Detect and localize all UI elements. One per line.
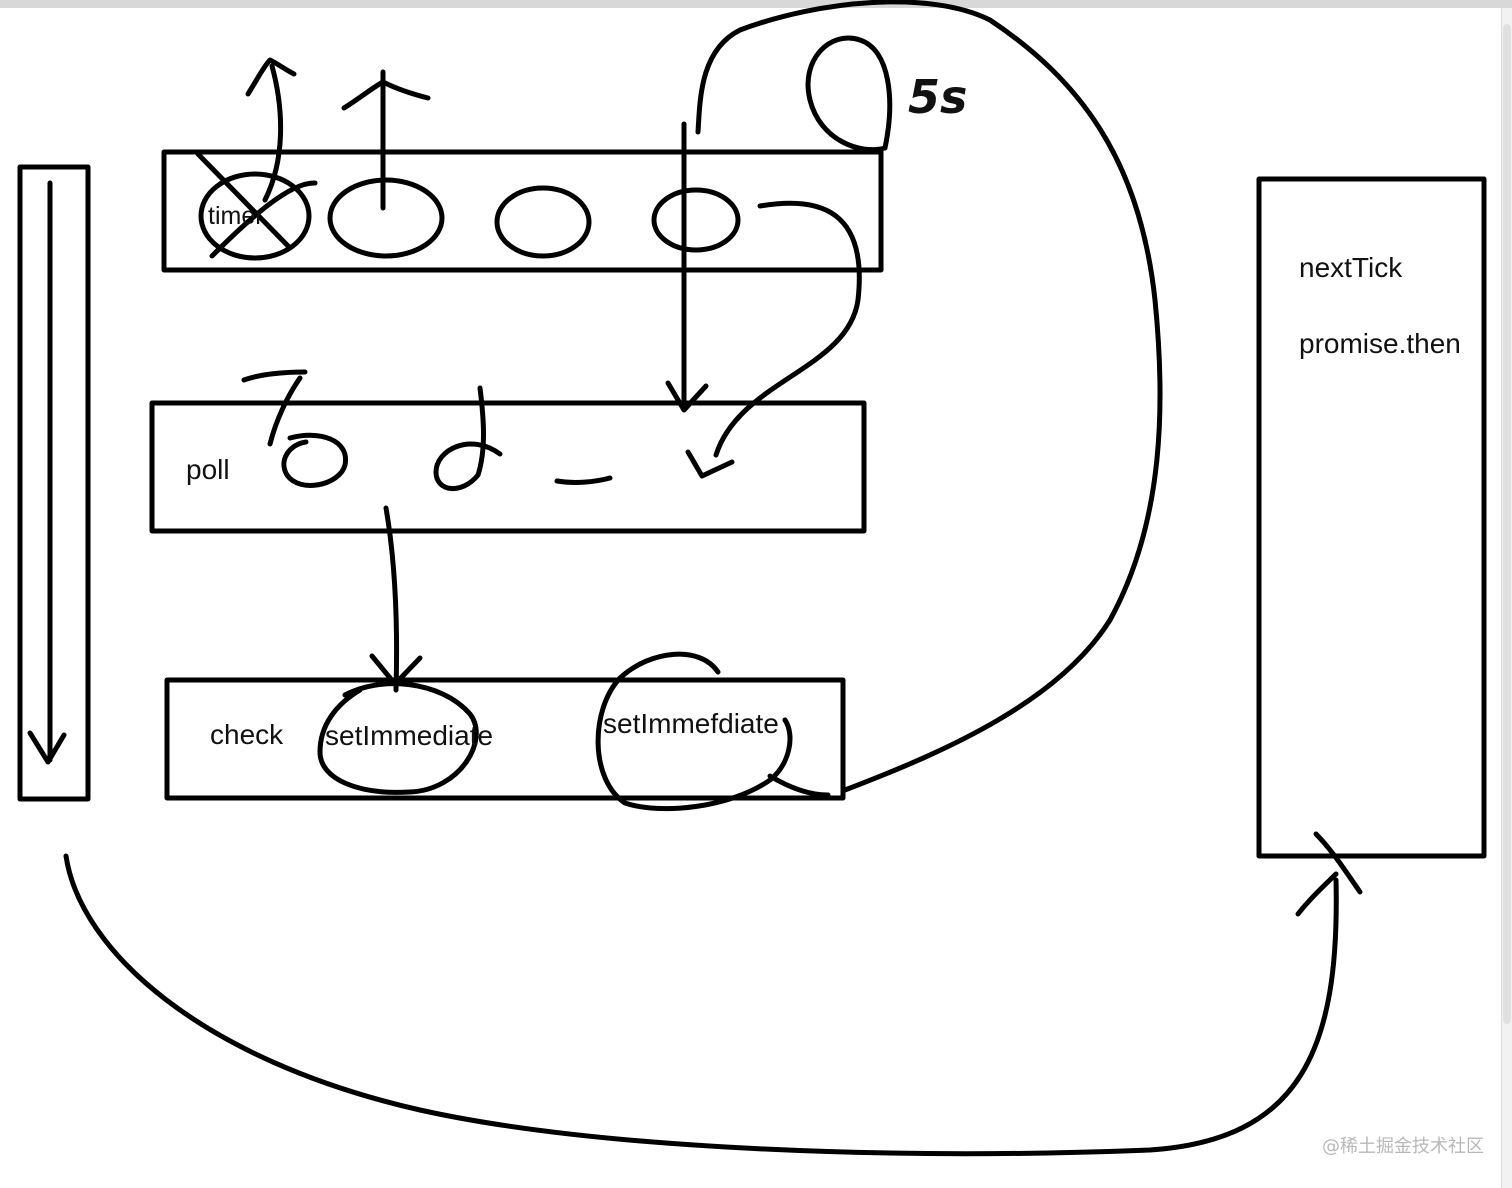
timer-circle-1 [198,171,312,261]
timer-2-up-arrowhead [341,79,431,111]
scrollbar-thumb[interactable] [1503,24,1511,1024]
timer-phase-box [161,149,884,273]
timer-to-poll-arrowhead [665,380,709,413]
check-to-timer-loop [695,0,1163,793]
microtask-queue-box [1256,176,1487,859]
loop-to-microtask-arrowhead [1295,871,1339,917]
timer-circle-3 [494,185,592,259]
set-immediate-2-tail [767,773,831,798]
timer-cross-line-2 [209,180,318,259]
poll-label: poll [186,454,230,485]
set-immediate-2-label: setImmefdiate [603,708,779,739]
window-top-edge [0,0,1512,8]
poll-scribble-1 [241,369,348,488]
timer-callback-curve [713,200,862,458]
set-immediate-1-label: setImmediate [325,720,494,751]
poll-phase-box [149,400,867,534]
set-immediate-1-circle [317,681,479,795]
watermark-text: @稀土掘金技术社区 [1322,1136,1484,1157]
check-phase-box [164,677,846,801]
timer-1-up-arrow [262,63,284,203]
loop-down-arrowhead [27,730,67,765]
timer-cross-line-1 [195,151,293,251]
loop-to-microtask-curve [63,853,1339,1157]
timer-callback-arrowhead [685,449,735,479]
set-immediate-2-circle [595,651,793,812]
five-seconds-label: 5s [908,70,968,124]
microtask-entry-mark [1313,831,1363,895]
loop-direction-bar [17,164,91,802]
check-label: check [210,719,284,750]
next-tick-label: nextTick [1299,252,1403,283]
timer-label: timer [208,202,264,230]
poll-scribble-2 [433,385,503,492]
timer-circle-4 [651,187,741,253]
vertical-scrollbar[interactable] [1501,8,1512,1188]
timer-1-up-arrowhead [245,57,297,97]
poll-scribble-dash [554,475,613,485]
promise-then-label: promise.then [1299,328,1461,359]
five-second-loop [805,35,893,153]
timer-circle-2 [327,177,445,259]
poll-to-check-arrow [383,505,400,693]
